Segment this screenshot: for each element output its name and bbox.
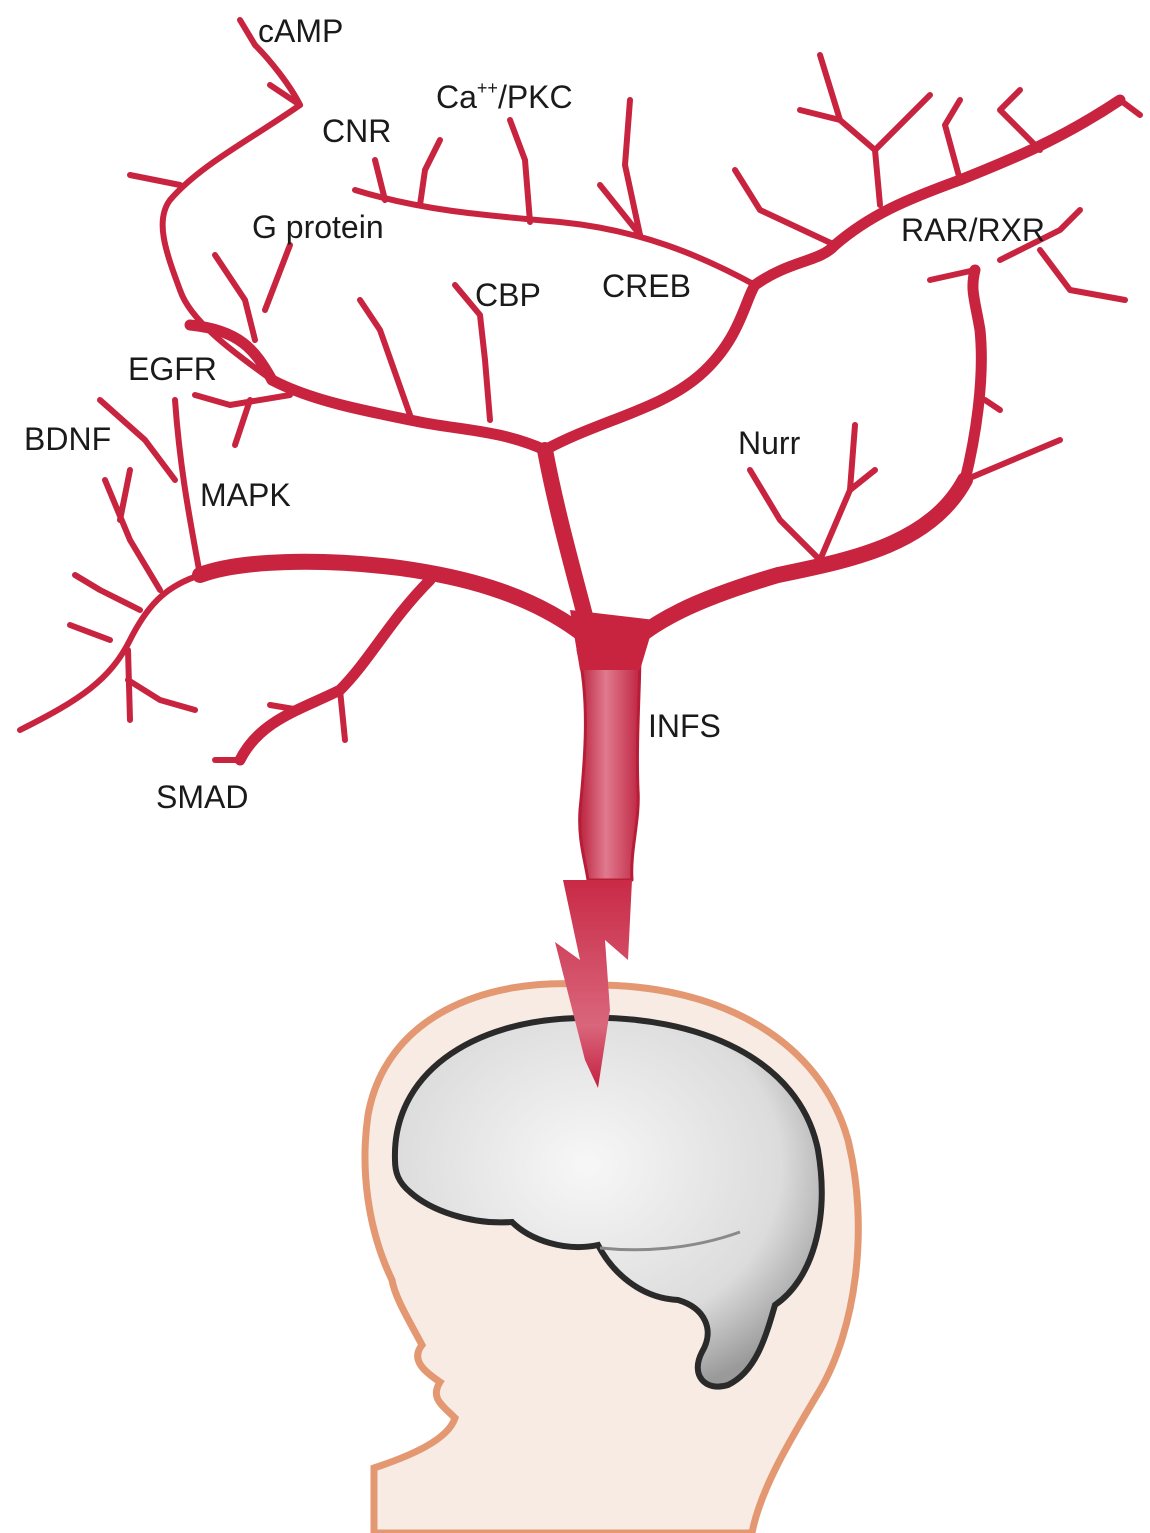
trunk-fork xyxy=(570,610,655,670)
label-g-protein: G protein xyxy=(252,209,384,245)
twig-egfr-1 xyxy=(212,252,258,343)
twig-rar-6 xyxy=(1117,97,1143,118)
twig-egfr-2 xyxy=(192,392,293,408)
branch-camp xyxy=(159,42,303,383)
twig-bdnf-4 xyxy=(125,647,133,723)
twig-smad-1 xyxy=(337,687,348,743)
twig-rar-3 xyxy=(872,92,933,153)
twig-ca-2 xyxy=(622,97,643,238)
twig-camp-3 xyxy=(127,172,183,188)
twig-egfr-3 xyxy=(232,397,253,448)
brain-lobe-line xyxy=(599,1230,741,1252)
branch-left-limb xyxy=(192,553,598,648)
twig-rar-1 xyxy=(817,52,883,208)
twig-nurr-2 xyxy=(747,467,823,563)
twig-right-2 xyxy=(997,207,1083,263)
twig-camp-1 xyxy=(267,82,303,108)
twig-cnr-2 xyxy=(372,157,388,203)
label-smad: SMAD xyxy=(156,779,248,815)
branch-bdnf xyxy=(17,572,203,733)
twig-right-3 xyxy=(1037,247,1128,303)
label-ca-pkc-superscript: ++ xyxy=(477,78,498,98)
twig-camp-2 xyxy=(237,17,258,48)
label-ca-pkc-prefix: Ca xyxy=(436,79,477,115)
label-mapk: MAPK xyxy=(200,477,291,513)
twig-bdnf-2 xyxy=(102,477,163,593)
twig-bdnf-1 xyxy=(97,397,178,483)
label-infs: INFS xyxy=(648,708,721,744)
branch-cnr xyxy=(352,187,758,288)
trunk xyxy=(576,648,642,882)
twig-rar-5 xyxy=(997,87,1043,153)
twig-nurr-3 xyxy=(847,467,878,493)
twig-cbp xyxy=(452,282,493,423)
twig-smad-2 xyxy=(267,702,303,713)
label-bdnf: BDNF xyxy=(24,421,111,457)
secondary-branches xyxy=(184,94,1126,766)
twig-rar-7 xyxy=(732,167,838,248)
label-cbp: CBP xyxy=(475,277,541,313)
label-rar-rxr: RAR/RXR xyxy=(901,212,1045,248)
twig-ca-3 xyxy=(597,182,643,238)
twig-right-4 xyxy=(982,397,1003,413)
branch-left-upper xyxy=(266,374,551,456)
branch-creb-limb xyxy=(539,239,841,456)
twig-bdnf-5 xyxy=(125,677,198,713)
twig-cbp-2 xyxy=(357,297,413,418)
label-creb: CREB xyxy=(602,268,691,304)
label-nurr: Nurr xyxy=(738,425,801,461)
label-ca-pkc-suffix: /PKC xyxy=(498,79,573,115)
twig-bdnf-7 xyxy=(117,467,133,523)
twig-cnr-1 xyxy=(417,137,443,208)
twig-right-1 xyxy=(927,267,978,283)
fine-branches xyxy=(17,17,1143,763)
signal-arrow xyxy=(555,880,632,1088)
pathway-tree xyxy=(17,17,1143,882)
twig-rar-2 xyxy=(797,107,843,123)
branch-right-limb xyxy=(604,472,973,668)
twig-bdnf-3 xyxy=(72,572,143,613)
branch-nurr-limb xyxy=(959,264,987,486)
twig-rar-4 xyxy=(942,97,963,183)
branch-smad-limb xyxy=(234,574,436,766)
branch-mapk xyxy=(172,397,203,578)
label-ca-pkc: Ca++/PKC xyxy=(436,78,573,115)
twig-right-5 xyxy=(962,437,1063,483)
label-egfr: EGFR xyxy=(128,351,217,387)
twig-ca-1 xyxy=(507,117,533,225)
child-head xyxy=(361,980,862,1533)
brain xyxy=(391,1014,825,1390)
label-camp: cAMP xyxy=(258,13,343,49)
twig-bdnf-6 xyxy=(67,622,113,643)
label-cnr: CNR xyxy=(322,113,391,149)
pathway-labels: cAMP Ca++/PKC CNR G protein CBP CREB RAR… xyxy=(24,13,1045,815)
twig-gprot xyxy=(262,242,293,313)
